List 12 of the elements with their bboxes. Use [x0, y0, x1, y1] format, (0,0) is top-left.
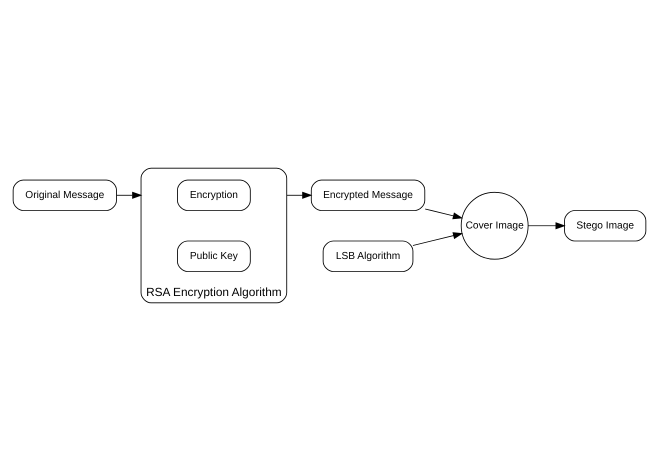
node-box: Encrypted Message [310, 179, 426, 210]
node-box: Encryption [177, 179, 251, 210]
arrow [528, 222, 566, 229]
arrow [412, 232, 464, 246]
arrow [424, 208, 464, 219]
arrow [286, 191, 312, 198]
node-box: Original Message [12, 179, 117, 210]
node-box: Stego Image [564, 210, 646, 241]
node-box: Public Key [177, 240, 251, 272]
arrow [116, 191, 142, 198]
node-circle: Cover Image [460, 191, 529, 260]
node-box: LSB Algorithm [322, 240, 414, 272]
